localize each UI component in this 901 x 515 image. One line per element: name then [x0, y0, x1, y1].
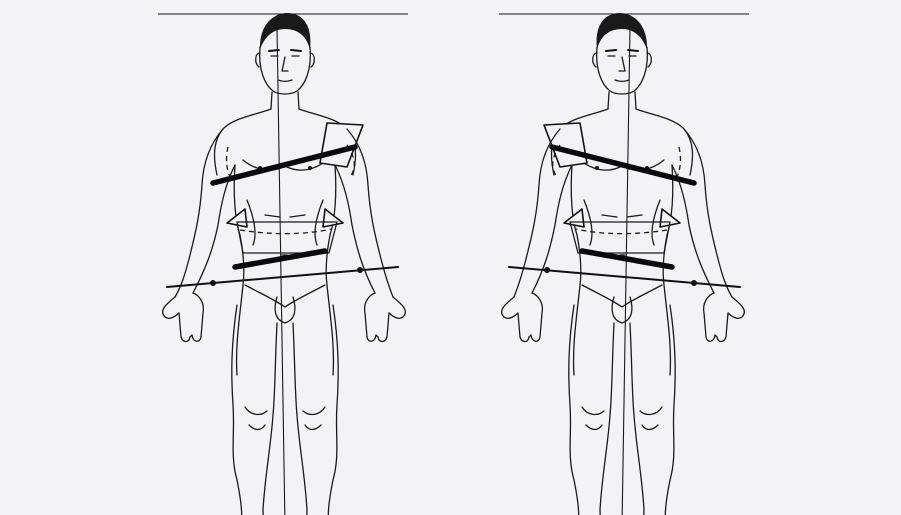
figure-right: [499, 13, 749, 515]
figure-left: [158, 13, 408, 515]
